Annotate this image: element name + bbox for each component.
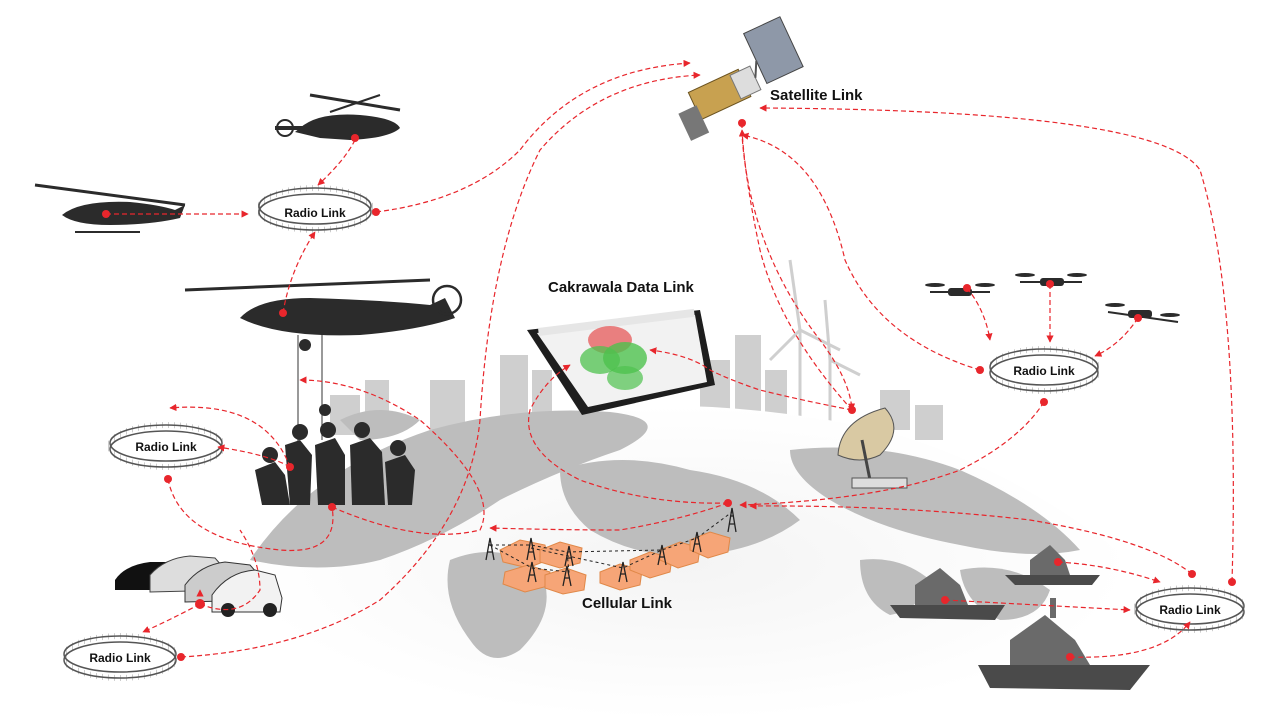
- radio-link-label: Radio Link: [1159, 603, 1221, 617]
- radio-link-ring: Radio Link: [107, 422, 225, 470]
- satellite-icon: [678, 16, 804, 141]
- dish-antenna-icon: [837, 407, 908, 489]
- ship-icon: [978, 598, 1150, 690]
- drone-icon: [1105, 303, 1180, 323]
- radio-link-label: Radio Link: [1013, 364, 1075, 378]
- tablet-icon: [527, 308, 715, 415]
- radio-link-ring: Radio Link: [1133, 585, 1247, 633]
- helicopter-icon: [34, 183, 186, 233]
- datalink-label: Cakrawala Data Link: [548, 279, 695, 296]
- drone-icon: [925, 283, 995, 296]
- radio-link-label: Radio Link: [89, 651, 151, 665]
- soldier-icon: [255, 422, 415, 505]
- car-icon: [115, 555, 283, 617]
- link-nodes: [102, 119, 1236, 661]
- wind-turbine-icon: [768, 259, 861, 430]
- radio-link-label: Radio Link: [284, 206, 346, 220]
- helicopter-icon: [184, 278, 463, 460]
- radio-link-label: Radio Link: [135, 440, 197, 454]
- cellular-link-label: Cellular Link: [582, 595, 673, 612]
- helicopter-icon: [275, 93, 401, 140]
- radio-link-ring: Radio Link: [61, 633, 179, 681]
- radio-link-ring: Radio Link: [987, 346, 1101, 394]
- cellular-connections: [489, 511, 733, 573]
- radio-link-ring: Radio Link: [256, 185, 374, 233]
- ship-icon: [1005, 545, 1100, 585]
- link-paths: [106, 59, 1234, 658]
- ship-icon: [890, 568, 1005, 620]
- satellite-link-label: Satellite Link: [770, 87, 863, 104]
